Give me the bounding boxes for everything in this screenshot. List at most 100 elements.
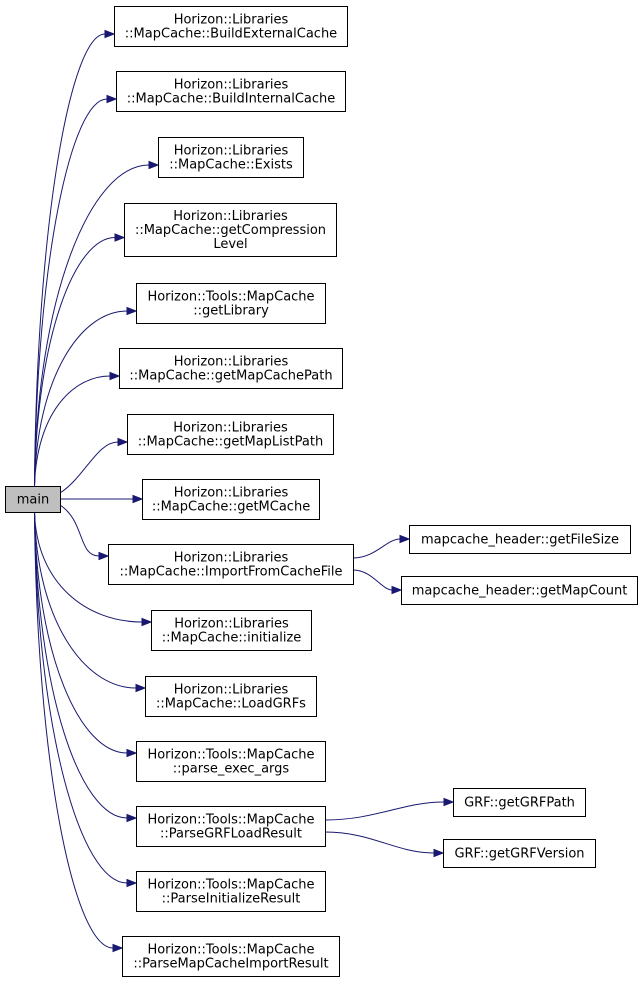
node-horizon-libraries-mapcache-loadgrfs[interactable]: Horizon::Libraries::MapCache::LoadGRFs xyxy=(145,676,317,717)
node-horizon-libraries-mapcache-importfromcachefile[interactable]: Horizon::Libraries::MapCache::ImportFrom… xyxy=(108,544,354,585)
node-label-line: main xyxy=(17,493,49,508)
edge-n9-to-n16 xyxy=(352,538,401,559)
node-label-line: ::MapCache::BuildExternalCache xyxy=(125,27,337,42)
node-horizon-libraries-mapcache-getmaplistpath[interactable]: Horizon::Libraries::MapCache::getMapList… xyxy=(127,414,334,455)
node-label-line: ::MapCache::LoadGRFs xyxy=(156,697,306,712)
node-label-line: Horizon::Libraries xyxy=(174,355,289,370)
edge-arrowhead xyxy=(109,371,121,381)
node-label-line: ::MapCache::getMapListPath xyxy=(138,435,323,450)
node-label-line: ::MapCache::ImportFromCacheFile xyxy=(120,565,343,580)
node-label-line: ::MapCache::getMapCachePath xyxy=(129,369,332,384)
node-label-line: ::ParseMapCacheImportResult xyxy=(133,957,328,972)
edge-arrowhead xyxy=(141,617,153,627)
node-label-line: ::ParseGRFLoadResult xyxy=(160,827,302,842)
node-horizon-libraries-mapcache-getmcache[interactable]: Horizon::Libraries::MapCache::getMCache xyxy=(142,479,320,520)
node-label-line: Horizon::Libraries xyxy=(174,13,289,28)
edge-n13-to-n19 xyxy=(324,831,435,854)
node-label-line: Horizon::Libraries xyxy=(174,551,289,566)
edge-arrowhead xyxy=(112,943,124,953)
node-label-line: Horizon::Libraries xyxy=(174,144,289,159)
node-grf-getgrfversion[interactable]: GRF::getGRFVersion xyxy=(443,839,596,868)
edge-main-to-n10 xyxy=(34,511,143,623)
node-mapcache-header-getmapcount[interactable]: mapcache_header::getMapCount xyxy=(401,576,638,605)
node-label-line: Horizon::Libraries xyxy=(174,617,289,632)
node-label-line: Horizon::Libraries xyxy=(174,683,289,698)
node-horizon-tools-mapcache-parse-exec-args[interactable]: Horizon::Tools::MapCache::parse_exec_arg… xyxy=(136,741,326,782)
edge-main-to-n2 xyxy=(34,98,108,487)
nodes: mainHorizon::Libraries::MapCache::BuildE… xyxy=(5,6,638,977)
node-label-line: Horizon::Tools::MapCache xyxy=(147,878,314,893)
node-horizon-tools-mapcache-parsemapcacheimportresult[interactable]: Horizon::Tools::MapCache::ParseMapCacheI… xyxy=(122,936,340,977)
node-box xyxy=(114,6,348,47)
node-label-line: Level xyxy=(213,237,247,252)
edge-arrowhead xyxy=(433,848,445,858)
node-label-line: ::parse_exec_args xyxy=(173,762,290,777)
node-mapcache-header-getfilesize[interactable]: mapcache_header::getFileSize xyxy=(409,525,631,554)
node-grf-getgrfpath[interactable]: GRF::getGRFPath xyxy=(453,788,586,817)
edge-main-to-n15 xyxy=(34,511,114,949)
node-horizon-libraries-mapcache-initialize[interactable]: Horizon::Libraries::MapCache::initialize xyxy=(151,610,312,651)
node-box xyxy=(136,283,326,324)
node-box xyxy=(136,741,326,782)
edge-arrowhead xyxy=(132,494,144,504)
node-horizon-libraries-mapcache-buildinternalcache[interactable]: Horizon::Libraries::MapCache::BuildInter… xyxy=(116,71,346,112)
edge-n9-to-n17 xyxy=(352,569,393,591)
node-box xyxy=(122,936,340,977)
node-label-line: ::MapCache::Exists xyxy=(169,158,293,173)
node-horizon-libraries-mapcache-getmapcachepath[interactable]: Horizon::Libraries::MapCache::getMapCach… xyxy=(119,348,343,389)
node-box xyxy=(158,137,304,178)
edge-arrowhead xyxy=(126,748,138,758)
node-horizon-tools-mapcache-getlibrary[interactable]: Horizon::Tools::MapCache::getLibrary xyxy=(136,283,326,324)
node-main[interactable]: main xyxy=(5,486,61,513)
node-box xyxy=(124,203,337,257)
edge-arrowhead xyxy=(126,813,138,823)
edge-arrowhead xyxy=(117,437,129,447)
node-horizon-libraries-mapcache-getcompressionlevel[interactable]: Horizon::Libraries::MapCache::getCompres… xyxy=(124,203,337,257)
edge-main-to-n9 xyxy=(59,504,100,557)
node-box xyxy=(136,806,326,847)
node-label-line: Horizon::Tools::MapCache xyxy=(147,813,314,828)
edge-n13-to-n18 xyxy=(324,801,445,821)
edge-arrowhead xyxy=(399,534,411,544)
edge-arrowhead xyxy=(114,233,126,242)
edge-main-to-n12 xyxy=(34,511,128,754)
node-label-line: GRF::getGRFVersion xyxy=(454,847,584,862)
node-label-line: GRF::getGRFPath xyxy=(464,796,575,811)
edge-arrowhead xyxy=(126,878,138,888)
node-box xyxy=(401,576,638,605)
edge-arrowhead xyxy=(104,29,116,39)
edge-arrowhead xyxy=(98,551,110,561)
node-label-line: Horizon::Libraries xyxy=(174,486,289,501)
node-horizon-tools-mapcache-parsegrfloadresult[interactable]: Horizon::Tools::MapCache::ParseGRFLoadRe… xyxy=(136,806,326,847)
node-box xyxy=(151,610,312,651)
node-box xyxy=(119,348,343,389)
edge-main-to-n1 xyxy=(34,33,106,487)
node-box xyxy=(5,486,61,513)
node-horizon-libraries-mapcache-exists[interactable]: Horizon::Libraries::MapCache::Exists xyxy=(158,137,304,178)
edge-main-to-n5 xyxy=(34,310,128,487)
node-label-line: Horizon::Libraries xyxy=(173,421,288,436)
edge-main-to-n7 xyxy=(59,441,119,494)
edge-arrowhead xyxy=(148,160,160,170)
node-label-line: ::MapCache::BuildInternalCache xyxy=(127,92,336,107)
node-horizon-tools-mapcache-parseinitializeresult[interactable]: Horizon::Tools::MapCache::ParseInitializ… xyxy=(136,871,326,912)
node-box xyxy=(142,479,320,520)
node-box xyxy=(127,414,334,455)
node-label-line: Horizon::Libraries xyxy=(173,209,288,224)
edge-arrowhead xyxy=(135,683,147,693)
node-label-line: mapcache_header::getMapCount xyxy=(412,584,628,599)
node-label-line: ::getLibrary xyxy=(193,304,269,319)
edge-main-to-n6 xyxy=(34,375,111,487)
node-label-line: ::MapCache::initialize xyxy=(162,631,302,646)
node-box xyxy=(145,676,317,717)
node-horizon-libraries-mapcache-buildexternalcache[interactable]: Horizon::Libraries::MapCache::BuildExter… xyxy=(114,6,348,47)
node-label-line: ::ParseInitializeResult xyxy=(162,892,301,907)
edge-arrowhead xyxy=(106,94,118,104)
node-box xyxy=(136,871,326,912)
edge-arrowhead xyxy=(443,797,455,807)
node-box xyxy=(409,525,631,554)
node-label-line: Horizon::Tools::MapCache xyxy=(147,290,314,305)
edge-main-to-n13 xyxy=(34,511,128,819)
node-label-line: Horizon::Libraries xyxy=(174,78,289,93)
